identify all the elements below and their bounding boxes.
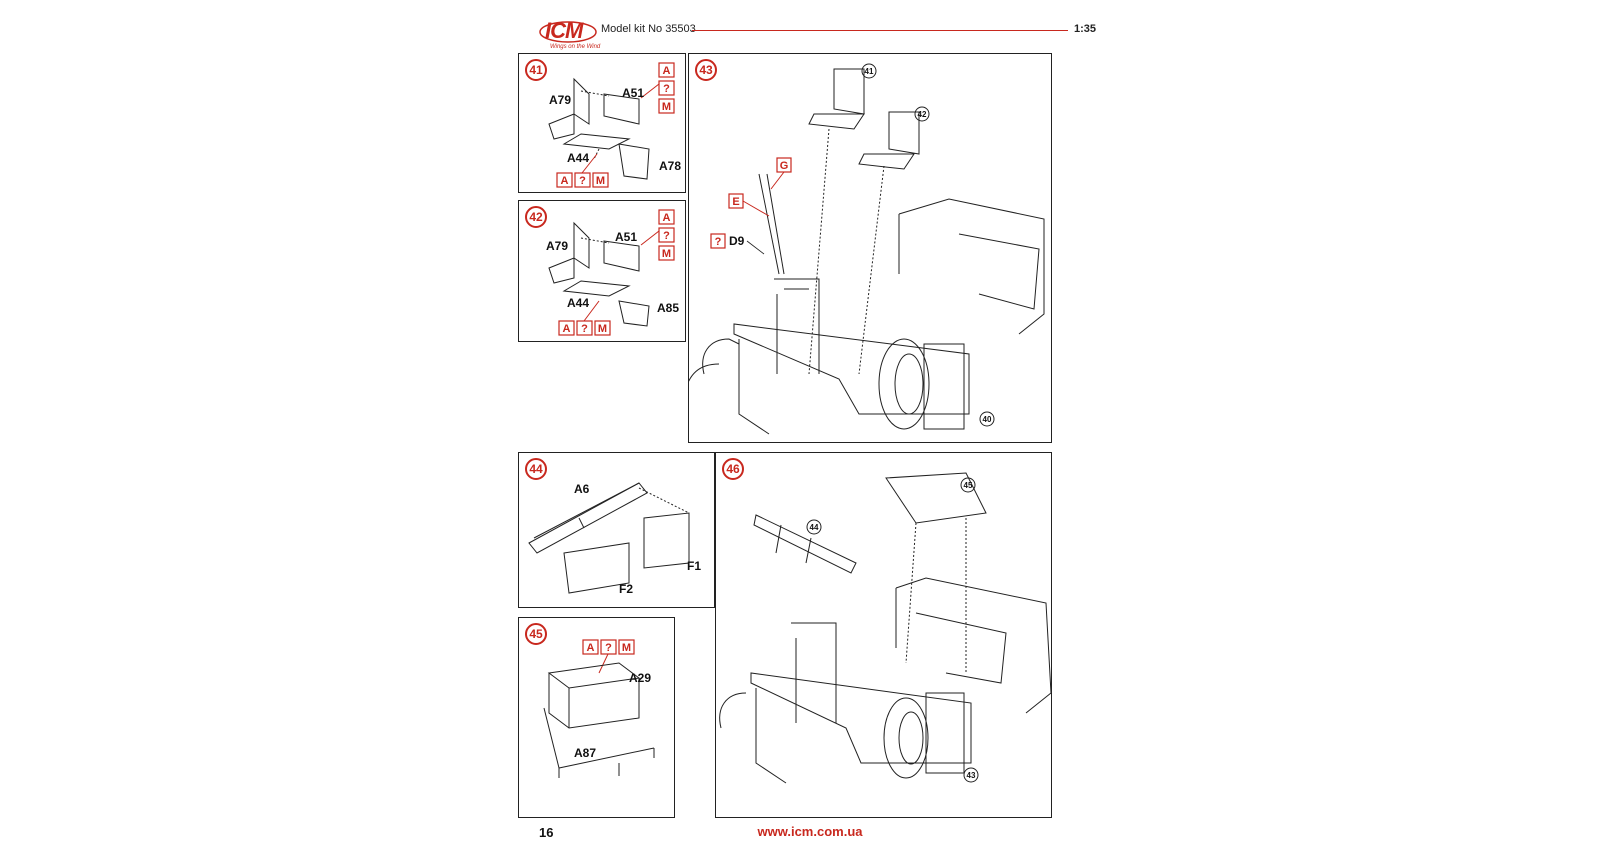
part-label: A87 (574, 746, 596, 760)
step-46-panel: 46 (715, 452, 1052, 818)
step-46-drawing: 46 (719, 458, 1051, 784)
storage-box-drawing-icon (543, 662, 655, 778)
ref-number: 44 (810, 523, 819, 532)
step-42-panel: 42 A ? M A79 A51 A44 A85 A ? (518, 200, 686, 342)
logo-text: ICM (545, 18, 583, 43)
paint-code: M (598, 323, 607, 335)
ref-number: 42 (918, 110, 927, 119)
step-41-panel: 41 A ? M A79 A51 A44 A78 (518, 53, 686, 193)
paint-code: G (780, 160, 789, 172)
paint-code: M (622, 642, 631, 654)
paint-code: ? (663, 230, 670, 242)
page-number: 16 (539, 825, 554, 840)
paint-code: A (663, 212, 671, 224)
paint-code: A (587, 642, 595, 654)
icm-logo-icon (539, 21, 597, 43)
paint-code: ? (663, 83, 670, 95)
website-link[interactable]: www.icm.com.ua (757, 824, 863, 839)
paint-code: ? (715, 236, 722, 248)
step-number: 44 (529, 462, 543, 476)
part-label: A51 (615, 230, 637, 244)
scale-label: 1:35 (1074, 23, 1097, 35)
step-number-badge (695, 59, 717, 81)
ref-number: 41 (865, 67, 874, 76)
part-label: A78 (659, 159, 681, 173)
step-44-drawing: 44 A6 F1 F2 (525, 458, 701, 596)
paint-code: A (561, 175, 569, 187)
windshield-drawing-icon (528, 482, 690, 594)
seat-drawing-icon (548, 221, 650, 327)
paint-code: ? (581, 323, 588, 335)
step-number-badge (525, 458, 547, 480)
kit-number: Model kit No 35503 (601, 23, 696, 35)
part-label: F2 (619, 582, 633, 596)
step-number: 43 (699, 63, 713, 77)
step-45-drawing: 45 A ? M A29 A87 (525, 623, 655, 778)
step-42-drawing: 42 A ? M A79 A51 A44 A85 A ? (525, 206, 679, 336)
part-label: A29 (629, 671, 651, 685)
step-number: 41 (529, 63, 543, 77)
step-number: 45 (529, 627, 543, 641)
part-label: F1 (687, 559, 701, 573)
paint-code: M (662, 248, 671, 260)
step-number-badge (525, 59, 547, 81)
vehicle-drawing-icon (689, 68, 1045, 435)
paint-code: M (596, 175, 605, 187)
step-41-drawing: 41 A ? M A79 A51 A44 A78 (525, 59, 681, 188)
step-number-badge (722, 458, 744, 480)
step-43-drawing: 43 (689, 59, 1045, 435)
step-45-panel: 45 A ? M A29 A87 (518, 617, 675, 818)
step-number-badge (525, 623, 547, 645)
ref-number: 45 (964, 481, 973, 490)
part-label: D9 (729, 234, 745, 248)
paint-code: A (663, 65, 671, 77)
part-label: A44 (567, 296, 589, 310)
step-43-panel: 43 (688, 53, 1052, 443)
ref-number: 43 (967, 771, 976, 780)
vehicle-assembly-drawing-icon (719, 472, 1051, 784)
header-rule (692, 30, 1068, 31)
part-label: A79 (546, 239, 568, 253)
paint-code: ? (579, 175, 586, 187)
part-label: A44 (567, 151, 589, 165)
paint-code: M (662, 101, 671, 113)
step-44-panel: 44 A6 F1 F2 (518, 452, 715, 608)
part-label: A51 (622, 86, 644, 100)
paint-code: A (563, 323, 571, 335)
step-number: 46 (726, 462, 740, 476)
paint-code: ? (605, 642, 612, 654)
step-number: 42 (529, 210, 543, 224)
ref-number: 40 (983, 415, 992, 424)
paint-code: E (732, 196, 739, 208)
part-label: A6 (574, 482, 590, 496)
logo-tagline: Wings on the Wind (550, 44, 601, 50)
step-number-badge (525, 206, 547, 228)
part-label: A79 (549, 93, 571, 107)
part-label: A85 (657, 301, 679, 315)
